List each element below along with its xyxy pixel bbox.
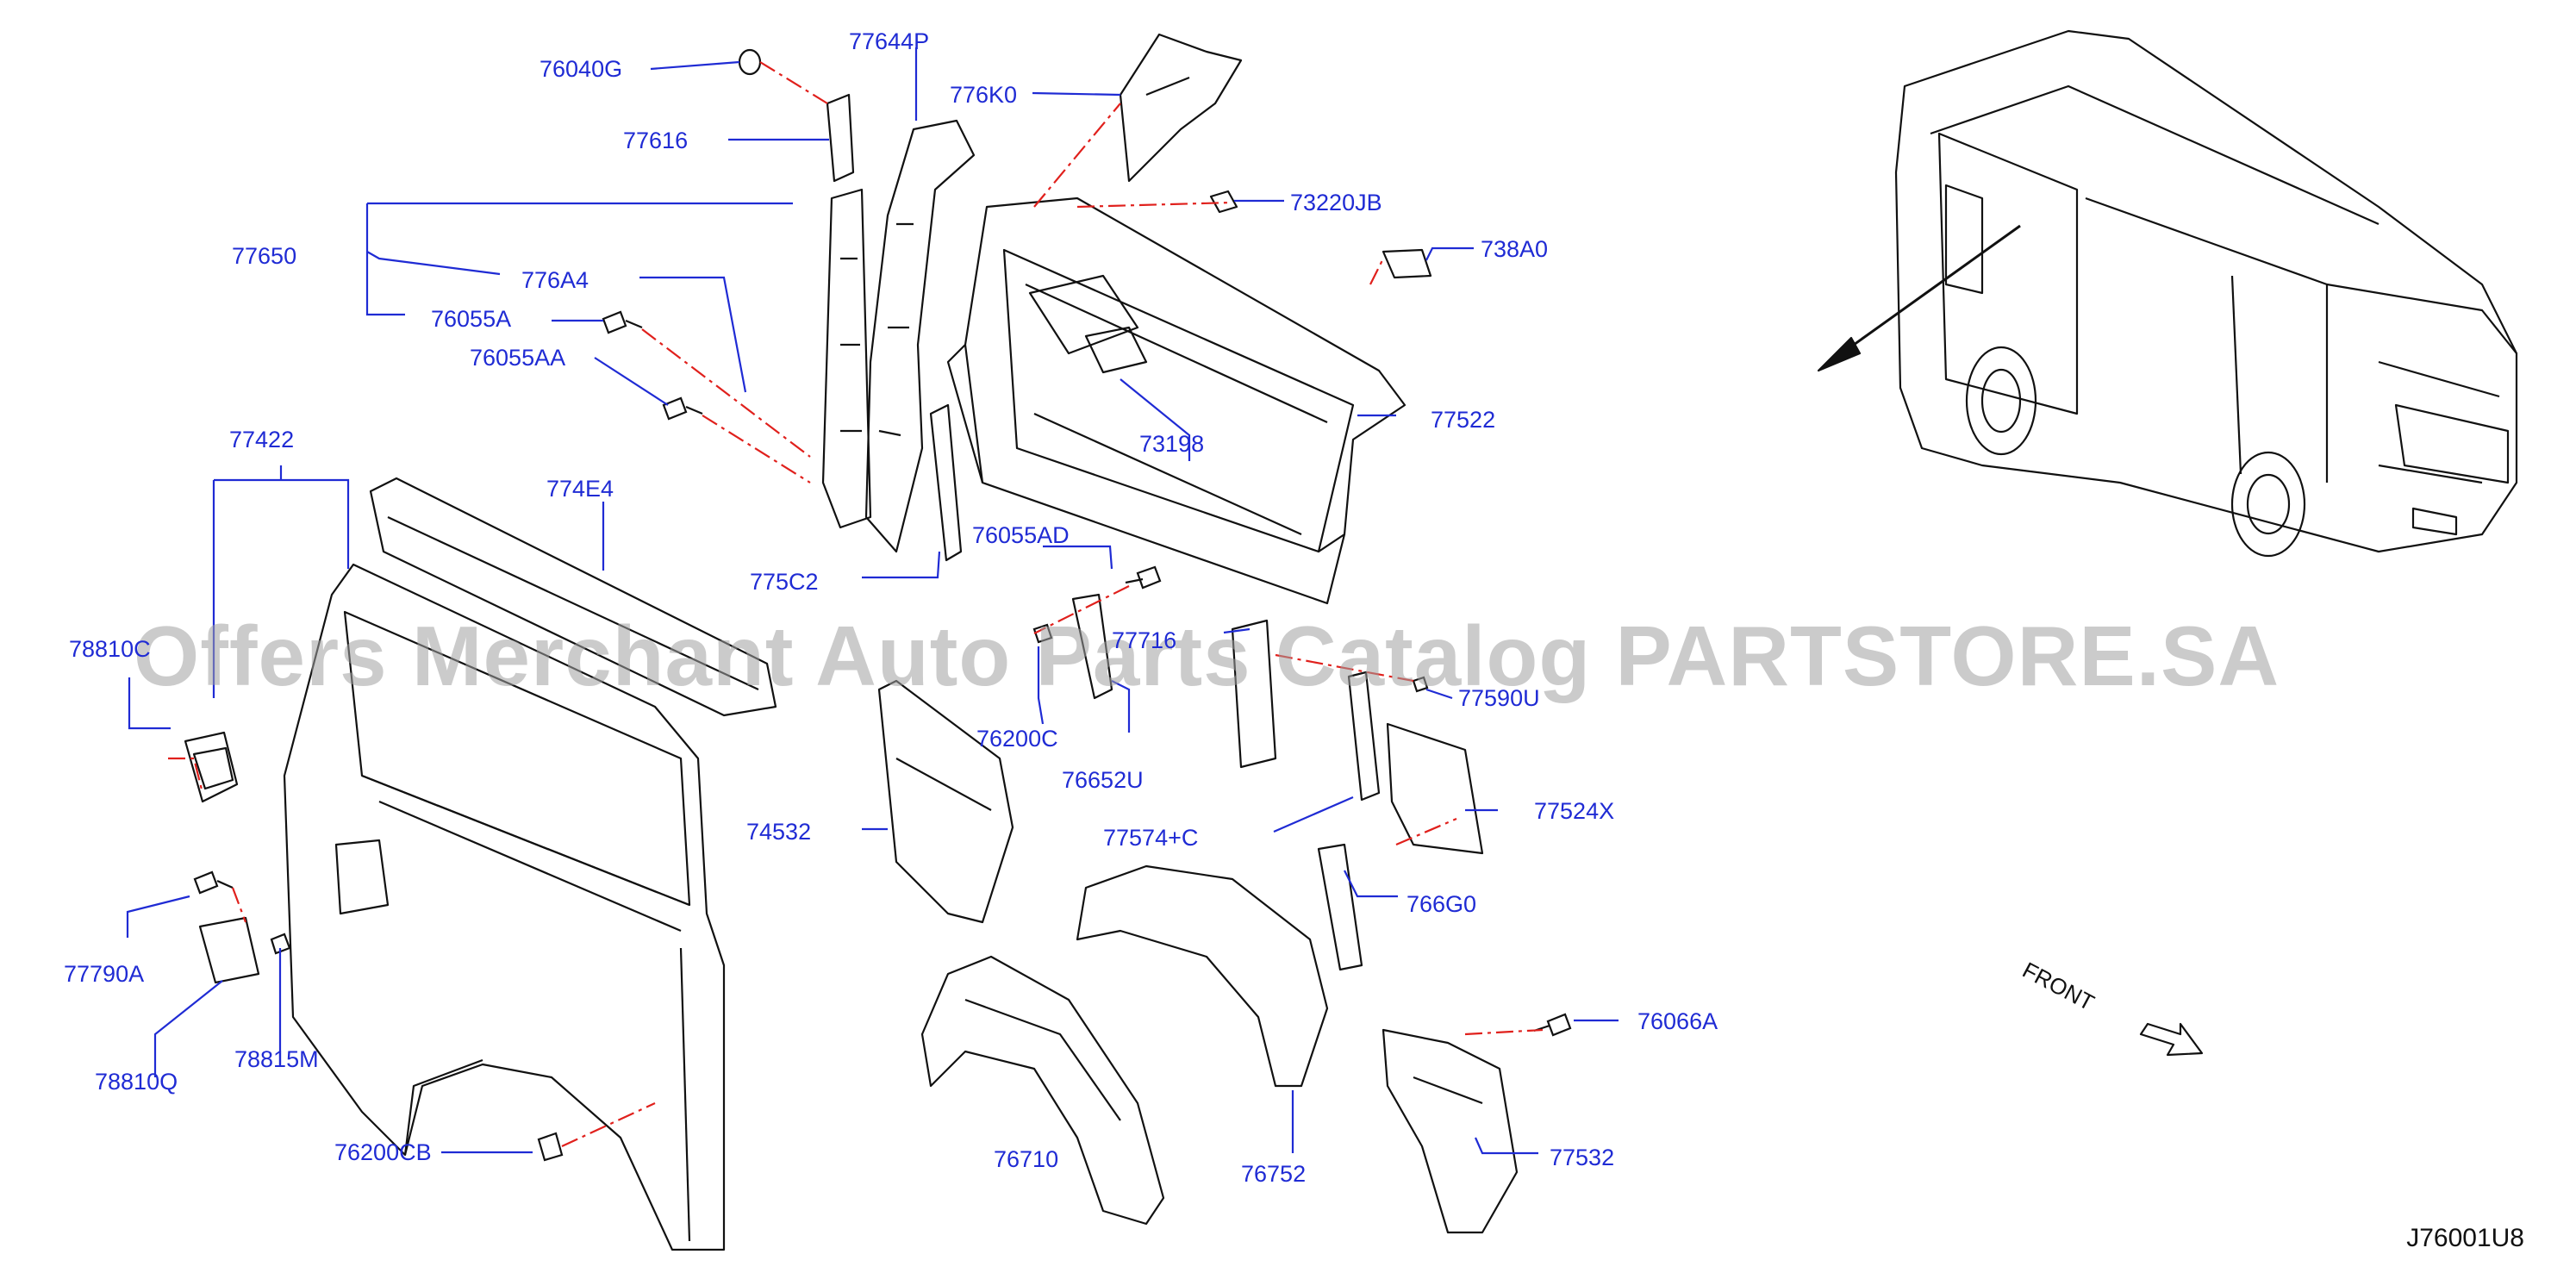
part-76040G-grommet — [738, 48, 762, 76]
label-77422[interactable]: 77422 — [229, 427, 295, 452]
part-78810Q-fuel-door — [198, 916, 260, 984]
label-76055AA[interactable]: 76055AA — [470, 345, 566, 371]
part-76652U-bracket — [1071, 593, 1113, 700]
part-775C2-bracket — [929, 403, 963, 562]
part-73220JB-clip — [1209, 190, 1238, 214]
part-77524X-panel — [1386, 722, 1484, 855]
direction-arrow — [1817, 224, 2021, 372]
part-74532-panel — [877, 679, 1014, 924]
label-776K0[interactable]: 776K0 — [950, 82, 1018, 108]
label-78815M[interactable]: 78815M — [234, 1046, 319, 1072]
label-77590U[interactable]: 77590U — [1458, 685, 1540, 711]
part-77716-bracket — [1231, 619, 1277, 769]
part-77590U-clip — [1412, 676, 1429, 693]
label-77574C[interactable]: 77574+C — [1103, 825, 1199, 851]
label-776A4[interactable]: 776A4 — [521, 267, 589, 293]
label-78810Q[interactable]: 78810Q — [95, 1069, 178, 1095]
label-76710[interactable]: 76710 — [994, 1146, 1059, 1172]
label-74532[interactable]: 74532 — [746, 819, 812, 845]
label-774E4[interactable]: 774E4 — [546, 476, 614, 502]
label-73198[interactable]: 73198 — [1139, 431, 1205, 457]
label-77790A[interactable]: 77790A — [64, 961, 145, 987]
part-76710-wheelhouse-inner — [920, 955, 1165, 1226]
label-76752[interactable]: 76752 — [1241, 1161, 1307, 1187]
part-77790A-bolt — [193, 870, 234, 895]
part-78810C-fuel-cap — [184, 731, 239, 803]
label-77716[interactable]: 77716 — [1112, 627, 1177, 653]
label-76066A[interactable]: 76066A — [1637, 1008, 1718, 1034]
part-774E4-roof-rail — [369, 477, 777, 717]
leader-lines — [126, 47, 1619, 1155]
alignment-lines — [168, 61, 1544, 1147]
label-77524X[interactable]: 77524X — [1534, 798, 1615, 824]
part-77644P-pillar — [864, 119, 976, 553]
label-77650[interactable]: 77650 — [232, 243, 297, 269]
part-776K0-bracket — [1119, 33, 1243, 183]
label-766G0[interactable]: 766G0 — [1407, 891, 1477, 917]
label-76652U[interactable]: 76652U — [1062, 767, 1144, 793]
watermark: Offers Merchant Auto Parts Catalog PARTS… — [134, 608, 2280, 703]
fastener-group — [193, 48, 1572, 1162]
part-76055A-bolt — [602, 310, 643, 334]
label-76040G[interactable]: 76040G — [540, 56, 623, 82]
label-76200CB[interactable]: 76200CB — [334, 1139, 432, 1165]
part-76055AA-bolt — [662, 396, 703, 421]
label-76055A[interactable]: 76055A — [431, 306, 512, 332]
part-76200CB-clip — [537, 1132, 564, 1162]
label-76200C[interactable]: 76200C — [976, 726, 1058, 752]
van-illustration — [1894, 29, 2518, 558]
label-77522[interactable]: 77522 — [1431, 407, 1496, 433]
label-738A0[interactable]: 738A0 — [1481, 236, 1549, 262]
part-73198-label-plate — [1028, 274, 1148, 374]
label-775C2[interactable]: 775C2 — [750, 569, 819, 595]
label-76055AD[interactable]: 76055AD — [972, 522, 1070, 548]
label-78810C[interactable]: 78810C — [69, 636, 151, 662]
label-77644P[interactable]: 77644P — [849, 28, 930, 54]
label-77532[interactable]: 77532 — [1550, 1145, 1615, 1170]
part-78815M-clip — [270, 933, 291, 955]
part-76200C-clip — [1032, 623, 1053, 644]
part-77574C-bracket — [1347, 671, 1381, 802]
part-77422-side-panel — [283, 563, 726, 1251]
part-77532-lower-panel — [1382, 1028, 1519, 1234]
part-76055AD-bolt — [1125, 565, 1162, 590]
part-77616-pillar — [821, 93, 872, 529]
part-738A0-clip — [1382, 248, 1432, 279]
drawing-code: J76001U8 — [2406, 1224, 2524, 1252]
front-arrow-icon — [2139, 1022, 2204, 1057]
part-76752-wheelhouse-outer — [1076, 864, 1329, 1088]
part-76066A-bolt — [1533, 1013, 1572, 1037]
part-766G0-bracket — [1317, 843, 1363, 971]
label-73220JB[interactable]: 73220JB — [1290, 190, 1382, 215]
label-77616[interactable]: 77616 — [623, 128, 689, 153]
part-77522-rear-panel — [946, 197, 1407, 605]
